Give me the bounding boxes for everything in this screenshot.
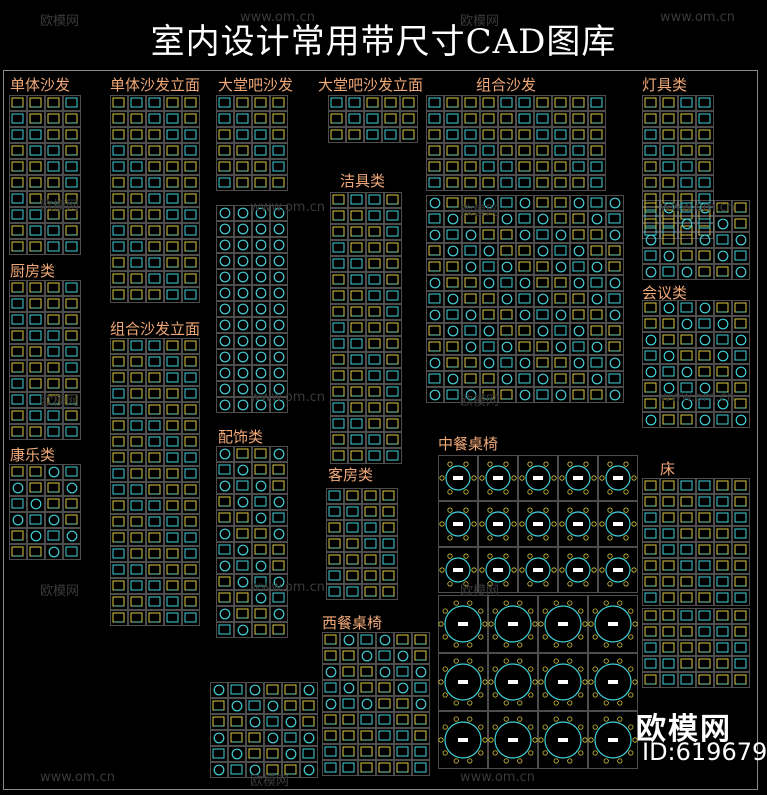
watermark: www.om.cn bbox=[660, 200, 735, 215]
watermark: www.om.cn bbox=[250, 200, 325, 215]
category-label: 灯具类 bbox=[642, 76, 688, 94]
category-label: 西餐桌椅 bbox=[322, 614, 383, 632]
watermark: www.om.cn bbox=[250, 390, 325, 405]
drawing-border bbox=[3, 70, 758, 790]
cad-symbol-block bbox=[322, 632, 430, 712]
category-label: 康乐类 bbox=[10, 446, 56, 464]
category-label: 床 bbox=[660, 460, 676, 478]
watermark: 欧模网 bbox=[460, 394, 500, 409]
cad-symbol-block bbox=[642, 300, 750, 428]
category-label: 客房类 bbox=[328, 466, 374, 484]
category-label: 大堂吧沙发立面 bbox=[318, 76, 424, 94]
category-label: 单体沙发立面 bbox=[110, 76, 201, 94]
watermark: 欧模网 bbox=[40, 199, 80, 214]
cad-symbol-block bbox=[426, 95, 606, 191]
asset-id: ID:619679 bbox=[642, 738, 767, 766]
watermark: 欧模网 bbox=[40, 14, 80, 29]
category-label: 组合沙发 bbox=[476, 76, 537, 94]
cad-symbol-block bbox=[210, 682, 318, 778]
cad-symbol-block bbox=[326, 488, 398, 600]
watermark: 欧模网 bbox=[460, 584, 500, 599]
watermark: 欧模网 bbox=[40, 394, 80, 409]
watermark: www.om.cn bbox=[40, 770, 115, 785]
cad-symbol-block bbox=[642, 200, 750, 280]
category-label: 组合沙发立面 bbox=[110, 320, 201, 338]
watermark: 欧模网 bbox=[460, 14, 500, 29]
cad-symbol-block bbox=[642, 95, 714, 239]
cad-symbol-block bbox=[438, 595, 638, 769]
cad-symbol-block bbox=[110, 95, 200, 303]
cad-symbol-block bbox=[216, 95, 288, 191]
category-label: 中餐桌椅 bbox=[438, 435, 499, 453]
watermark: www.om.cn bbox=[660, 10, 735, 25]
category-label: 配饰类 bbox=[218, 428, 264, 446]
cad-symbol-block bbox=[426, 195, 624, 403]
cad-symbol-block bbox=[328, 95, 418, 143]
cad-symbol-block bbox=[330, 192, 402, 464]
category-label: 洁具类 bbox=[340, 172, 386, 190]
watermark: 欧模网 bbox=[40, 584, 80, 599]
watermark: www.om.cn bbox=[460, 770, 535, 785]
cad-symbol-block bbox=[110, 338, 200, 626]
cad-symbol-block bbox=[642, 608, 750, 688]
watermark: 欧模网 bbox=[250, 774, 290, 789]
watermark: www.om.cn bbox=[240, 10, 315, 25]
watermark: www.om.cn bbox=[250, 580, 325, 595]
category-label: 大堂吧沙发 bbox=[218, 76, 294, 94]
category-label: 会议类 bbox=[642, 284, 688, 302]
cad-symbol-block bbox=[642, 478, 750, 606]
brand-logo-text: 欧模网 bbox=[636, 712, 732, 747]
cad-symbol-block bbox=[438, 455, 638, 593]
cad-symbol-block bbox=[9, 464, 81, 560]
cad-symbol-block bbox=[216, 205, 288, 413]
cad-symbol-block bbox=[9, 95, 81, 255]
cad-symbol-block bbox=[9, 280, 81, 440]
category-label: 厨房类 bbox=[10, 262, 56, 280]
watermark: 欧模网 bbox=[460, 204, 500, 219]
cad-symbol-block bbox=[216, 446, 288, 638]
cad-symbol-block bbox=[322, 712, 430, 776]
category-label: 单体沙发 bbox=[10, 76, 71, 94]
page-title: 室内设计常用带尺寸CAD图库 bbox=[150, 22, 617, 62]
watermark: www.om.cn bbox=[660, 390, 735, 405]
